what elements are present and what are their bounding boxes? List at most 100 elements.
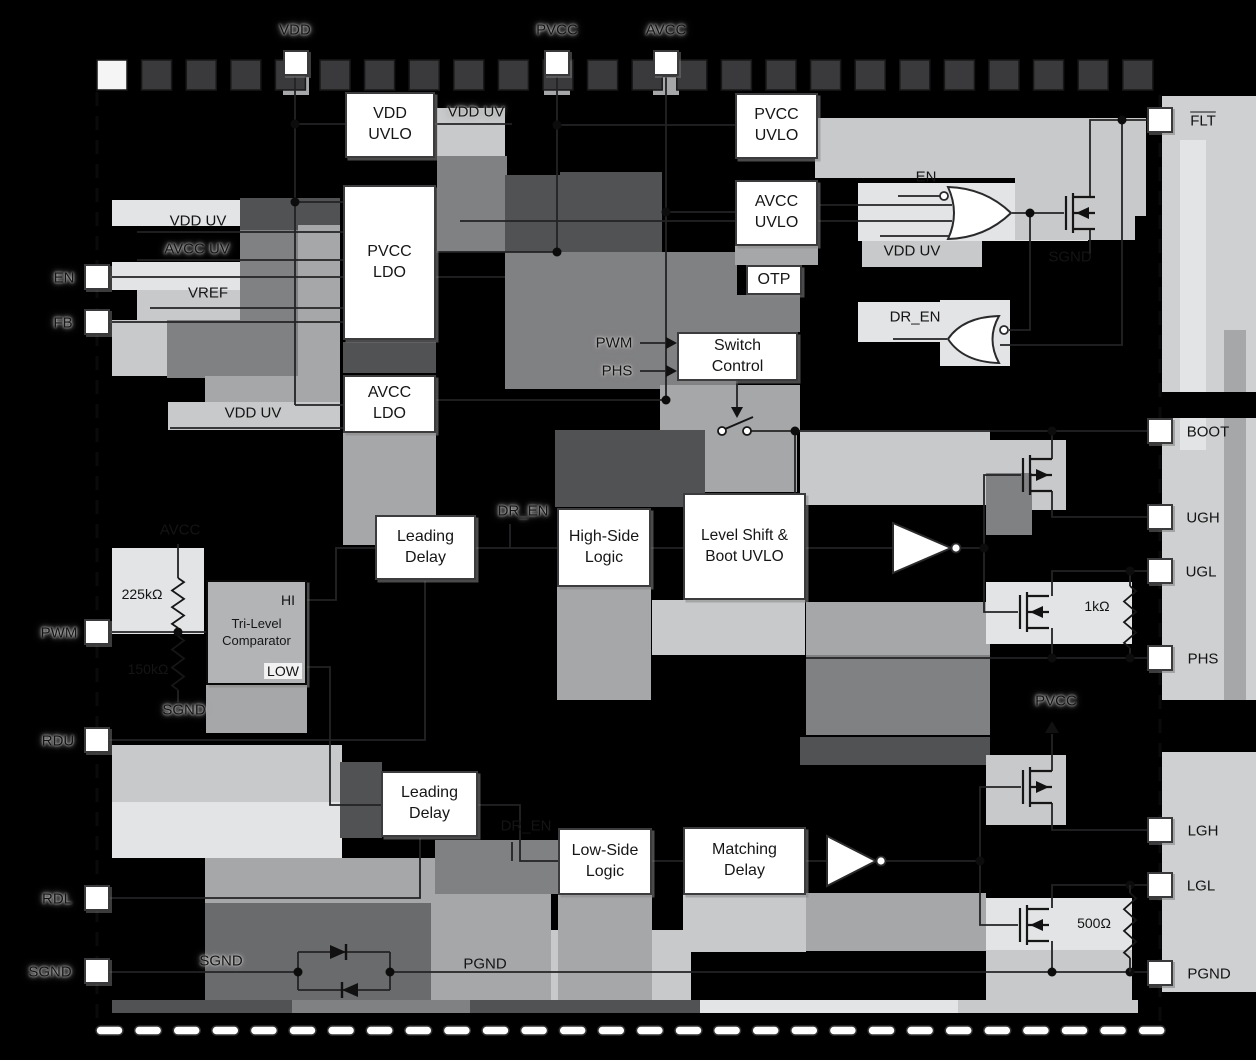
block-label-line: High-Side bbox=[568, 527, 640, 545]
chip-boundary-top-segment bbox=[363, 59, 396, 91]
chip-boundary-bottom-segment bbox=[558, 1025, 587, 1036]
net-label-vdd-uv-or: VDD UV bbox=[883, 242, 941, 260]
pin-box-lgh bbox=[1147, 817, 1173, 843]
net-label-vref: VREF bbox=[187, 284, 229, 302]
block-label-line: Comparator bbox=[222, 632, 291, 648]
block-label-line: Control bbox=[711, 357, 764, 375]
pin-box-ugh bbox=[1147, 504, 1173, 530]
resistor-1k bbox=[1122, 585, 1138, 649]
net-label-pgnd-net: PGND bbox=[463, 955, 507, 973]
pvcc-arrow bbox=[1045, 721, 1059, 733]
chip-boundary-bottom-segment bbox=[944, 1025, 973, 1036]
chip-boundary-bottom-segment bbox=[172, 1025, 201, 1036]
inverter-low-side-bubble bbox=[875, 855, 887, 867]
junction-dots bbox=[173, 115, 1135, 977]
net-label-en-or: EN bbox=[915, 168, 937, 186]
pin-label-lgh: LGH bbox=[1187, 822, 1219, 840]
block-level-shift: Level Shift &Boot UVLO bbox=[683, 493, 806, 600]
diode-right bbox=[330, 945, 346, 959]
pwm-arrow bbox=[666, 337, 677, 349]
pin-label-boot: BOOT bbox=[1186, 423, 1230, 441]
phs-arrow bbox=[666, 365, 677, 377]
pmos-high-side-pullup bbox=[1021, 455, 1052, 495]
net-label-sgnd-flt: SGND bbox=[1048, 248, 1092, 266]
chip-boundary bbox=[95, 59, 1166, 1036]
block-label-line: Delay bbox=[724, 862, 765, 879]
pin-label-pgnd: PGND bbox=[1187, 965, 1231, 983]
block-label-line: VDD bbox=[373, 105, 407, 123]
pin-box-rdu bbox=[84, 727, 110, 753]
pmos-low-side-pullup bbox=[1021, 767, 1052, 807]
block-label-line: AVCC bbox=[367, 384, 412, 402]
block-label-line: UVLO bbox=[754, 214, 799, 231]
pin-box-flt bbox=[1147, 107, 1173, 133]
chip-boundary-top-segment bbox=[854, 59, 886, 91]
net-label-phs-in: PHS bbox=[601, 362, 633, 380]
net-label-r-1k: 1kΩ bbox=[1084, 598, 1110, 614]
block-label-line: Delay bbox=[405, 548, 446, 566]
chip-boundary-bottom-segment bbox=[905, 1025, 935, 1036]
chip-boundary-top-segment bbox=[408, 59, 440, 91]
chip-boundary-top-segment bbox=[809, 59, 842, 91]
block-label-line: PVCC bbox=[367, 242, 412, 260]
chip-boundary-bottom-segment bbox=[211, 1025, 240, 1036]
pin-label-avcc: AVCC bbox=[645, 21, 687, 39]
block-label-line: UVLO bbox=[754, 127, 799, 144]
net-label-avcc-div: AVCC bbox=[159, 521, 201, 539]
chip-boundary-bottom-segment bbox=[249, 1025, 279, 1036]
pin-box-fb bbox=[84, 309, 110, 335]
pin-label-ugh: UGH bbox=[1186, 509, 1220, 527]
pin-box-ugl bbox=[1147, 558, 1173, 584]
pin-box-en bbox=[84, 264, 110, 290]
chip-boundary-bottom-segment bbox=[288, 1025, 317, 1036]
chip-boundary-bottom-segment bbox=[1137, 1025, 1166, 1036]
chip-boundary-bottom-segment bbox=[519, 1025, 549, 1036]
pin-label-pwm: PWM bbox=[40, 624, 78, 642]
nmos-low-side-pulldown bbox=[1018, 905, 1049, 945]
noise-mosaic bbox=[112, 77, 1256, 1026]
block-label-line: Tri-Level bbox=[231, 615, 282, 631]
chip-boundary-top-segment bbox=[96, 59, 128, 91]
inverter-low-side bbox=[826, 834, 879, 888]
net-label-low: LOW bbox=[264, 663, 302, 679]
chip-boundary-bottom-segment bbox=[751, 1025, 780, 1036]
chip-boundary-bottom-segment bbox=[983, 1025, 1012, 1036]
net-label-pwm-in: PWM bbox=[595, 334, 633, 352]
net-label-avcc-uv-left: AVCC UV bbox=[164, 240, 230, 258]
pin-label-rdl: RDL bbox=[41, 890, 73, 908]
block-label-line: Switch bbox=[713, 336, 762, 354]
block-label-line: Level Shift & bbox=[700, 527, 789, 545]
pin-label-sgnd: SGND bbox=[28, 963, 72, 981]
pin-box-pgnd bbox=[1147, 960, 1173, 986]
net-label-pvcc-drv: PVCC bbox=[1035, 692, 1077, 710]
block-label-line: AVCC bbox=[754, 193, 799, 211]
chip-boundary-top-segment bbox=[453, 59, 485, 91]
pin-label-pvcc: PVCC bbox=[536, 21, 578, 39]
block-avcc-uvlo: AVCC UVLO bbox=[735, 180, 818, 246]
block-label-line: Low-Side bbox=[571, 841, 639, 859]
pin-label-ugl: UGL bbox=[1185, 563, 1217, 581]
chip-boundary-bottom-segment bbox=[790, 1025, 819, 1036]
net-label-dr-en-ls: DR_EN bbox=[500, 817, 552, 835]
nmos-high-side-pulldown bbox=[1018, 592, 1049, 632]
chip-boundary-bottom-segment bbox=[674, 1025, 703, 1036]
switch-arrow bbox=[731, 407, 743, 418]
pin-box-pvcc bbox=[544, 50, 570, 76]
net-label-dr-en-nor: DR_EN bbox=[889, 308, 941, 326]
chip-boundary-top-segment bbox=[1122, 59, 1154, 91]
chip-boundary-top-segment bbox=[586, 59, 619, 91]
net-label-vdd-uv-left: VDD UV bbox=[169, 212, 227, 230]
pin-box-vdd bbox=[283, 50, 309, 76]
block-label-line: Leading bbox=[401, 784, 458, 802]
block-label-line: OTP bbox=[757, 270, 791, 288]
inverter-high-side bbox=[892, 521, 954, 575]
chip-boundary-bottom-segment bbox=[635, 1025, 665, 1036]
chip-boundary-top-segment bbox=[140, 59, 173, 91]
